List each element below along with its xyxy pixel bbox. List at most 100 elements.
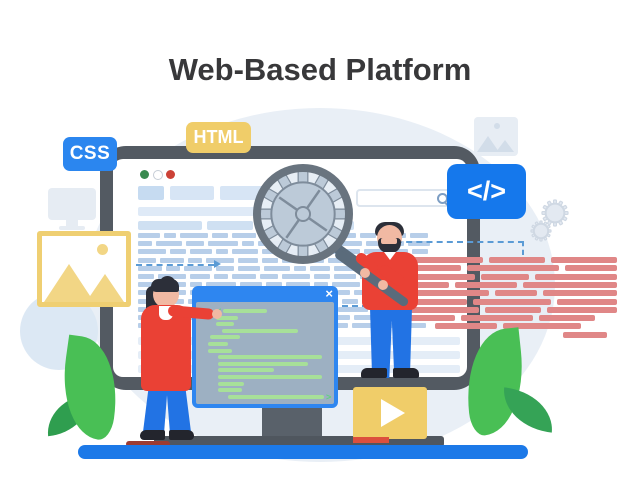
play-icon bbox=[381, 399, 405, 427]
code-line bbox=[200, 388, 334, 393]
word-block bbox=[294, 265, 306, 271]
word-block bbox=[366, 241, 380, 247]
image-placeholder-icon bbox=[37, 231, 131, 307]
word-block bbox=[410, 323, 426, 329]
word-block bbox=[352, 323, 374, 329]
close-icon[interactable]: × bbox=[325, 286, 333, 301]
monitor-base bbox=[154, 436, 444, 447]
code-line-bar bbox=[218, 381, 244, 386]
faint-image-mountain bbox=[496, 140, 514, 152]
word-block bbox=[160, 257, 184, 263]
code-line-bar bbox=[218, 368, 274, 373]
word-block bbox=[206, 282, 236, 288]
red-code-line bbox=[551, 257, 617, 263]
man-face bbox=[381, 238, 397, 244]
red-code-line bbox=[547, 306, 617, 313]
word-block bbox=[212, 233, 228, 238]
code-line-bar bbox=[216, 322, 234, 327]
browser-menu-segment bbox=[207, 221, 253, 230]
magnifier-ring bbox=[253, 164, 353, 264]
red-code-line bbox=[435, 323, 497, 330]
monitor-icon-stand bbox=[66, 219, 78, 226]
word-block bbox=[410, 233, 428, 238]
red-code-line bbox=[405, 281, 449, 288]
red-code-line bbox=[543, 290, 617, 297]
word-block bbox=[170, 249, 186, 255]
red-code-line bbox=[473, 298, 551, 305]
code-editor-window: × <> bbox=[192, 286, 338, 408]
woman-figure bbox=[130, 276, 234, 448]
word-block bbox=[216, 265, 234, 271]
word-block bbox=[232, 233, 256, 238]
word-block bbox=[330, 314, 350, 320]
browser-menu-segment bbox=[138, 221, 202, 230]
image-placeholder-sun bbox=[97, 244, 108, 255]
plant-left bbox=[44, 334, 142, 448]
word-block bbox=[390, 249, 408, 255]
play-box-shadow bbox=[353, 437, 389, 443]
red-code-block bbox=[405, 257, 625, 349]
leaf-bright bbox=[460, 327, 530, 437]
word-block bbox=[310, 265, 330, 271]
code-line bbox=[200, 381, 334, 386]
page-title: Web-Based Platform bbox=[168, 52, 472, 87]
red-code-line bbox=[405, 273, 475, 280]
html-badge: HTML bbox=[186, 122, 251, 153]
bottom-bar bbox=[78, 445, 528, 459]
code-line bbox=[200, 374, 334, 379]
woman-shoe bbox=[169, 430, 194, 440]
code-line-bar bbox=[208, 341, 228, 346]
word-block bbox=[314, 282, 328, 288]
red-code-line bbox=[563, 331, 607, 338]
editor-lines: <> bbox=[196, 302, 334, 404]
word-block bbox=[378, 323, 406, 329]
word-block bbox=[360, 233, 376, 238]
code-line-bar bbox=[223, 309, 268, 313]
code-line bbox=[200, 315, 334, 320]
decor-gears-icon bbox=[530, 199, 569, 242]
red-code-line bbox=[405, 257, 483, 263]
gear-icon bbox=[541, 199, 569, 227]
word-block bbox=[242, 241, 254, 247]
woman-pants bbox=[143, 386, 191, 432]
code-line-bar bbox=[218, 388, 242, 393]
image-placeholder-mountain bbox=[44, 264, 94, 302]
code-line bbox=[200, 348, 334, 353]
word-block bbox=[262, 257, 278, 263]
code-line bbox=[200, 361, 334, 366]
word-block bbox=[190, 273, 210, 279]
word-block bbox=[266, 282, 282, 288]
man-shoe bbox=[393, 368, 419, 378]
word-block bbox=[282, 273, 310, 279]
code-line bbox=[200, 355, 334, 360]
browser-toolbar-chip bbox=[220, 186, 264, 200]
word-block bbox=[334, 323, 348, 329]
word-block bbox=[232, 249, 258, 255]
browser-nav-bar bbox=[138, 207, 353, 216]
monitor-icon bbox=[48, 188, 96, 220]
woman-shoe bbox=[140, 430, 165, 440]
code-line bbox=[200, 335, 334, 340]
word-block bbox=[334, 265, 364, 271]
ground-shadow-strip bbox=[126, 441, 170, 447]
code-line-bar bbox=[228, 394, 324, 399]
word-block bbox=[166, 265, 180, 271]
video-play-button[interactable] bbox=[353, 387, 427, 439]
code-line-bar bbox=[208, 348, 232, 353]
code-tag-badge: </> bbox=[447, 164, 526, 219]
word-block bbox=[260, 273, 278, 279]
traffic-light-green bbox=[140, 170, 149, 179]
red-code-line bbox=[539, 315, 595, 322]
word-block bbox=[364, 249, 386, 255]
red-code-line bbox=[485, 306, 541, 313]
word-block bbox=[238, 265, 260, 271]
code-line-bar bbox=[218, 361, 308, 366]
dashed-guide-arrow bbox=[136, 260, 221, 268]
man-shoe bbox=[361, 368, 387, 378]
word-block bbox=[286, 282, 310, 288]
red-code-line bbox=[503, 323, 581, 330]
faint-image-mountain bbox=[477, 136, 499, 152]
word-block bbox=[238, 257, 258, 263]
gear-icon bbox=[530, 220, 552, 242]
